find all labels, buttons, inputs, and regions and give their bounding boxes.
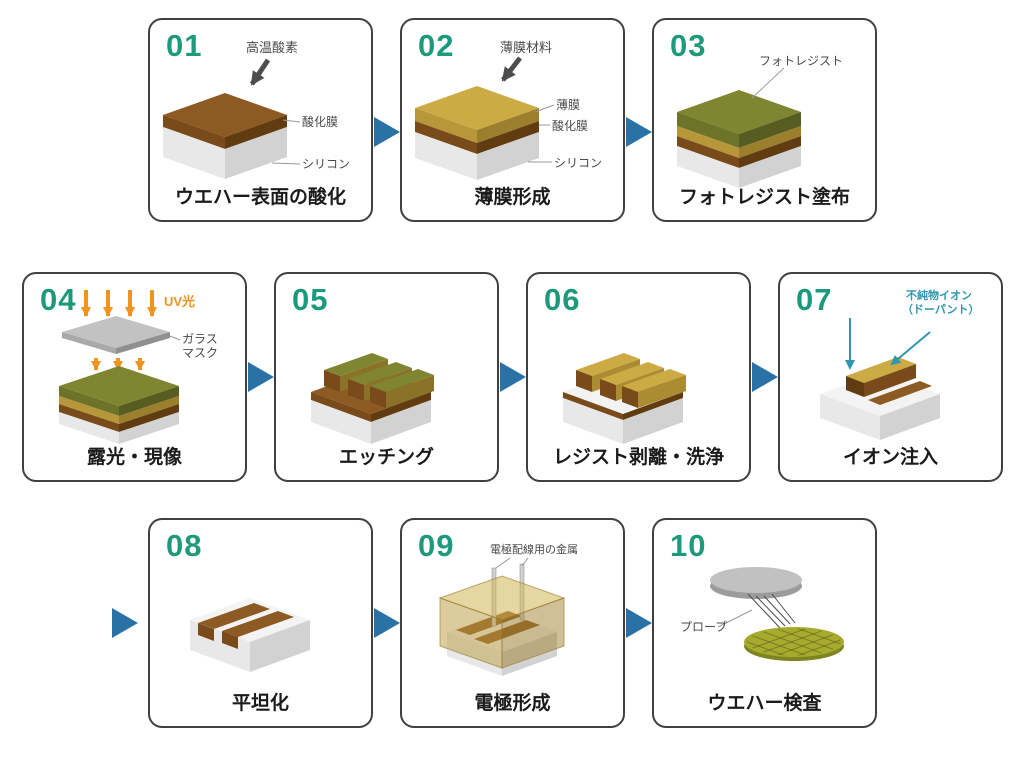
metal-overlay-icon: [438, 575, 566, 669]
glass-mask-icon: [62, 316, 170, 348]
flow-arrow-05-06: [500, 362, 526, 392]
uv-light-label: UV光: [164, 294, 196, 309]
annotation-electrode-metal: 電極配線用の金属: [490, 544, 578, 556]
step-number: 04: [40, 282, 77, 317]
step-title: レジスト剥離・洗浄: [552, 447, 724, 468]
flow-arrow-01-02: [374, 117, 400, 147]
thin-film-illustration: [415, 56, 555, 180]
flow-arrow-07-08: [112, 608, 138, 638]
step-card-02: 02 薄膜材料 薄膜 酸化膜 シリコン 薄膜形成: [400, 18, 625, 222]
step-card-09: 09 電極配線用の金属 電極形成: [400, 518, 625, 728]
step-number: 08: [166, 528, 203, 563]
etching-illustration: [311, 353, 434, 444]
step-number: 02: [418, 28, 455, 63]
layer-label-oxide: 酸化膜: [552, 119, 589, 133]
glass-mask-label-2: マスク: [182, 346, 219, 360]
step-title: 平坦化: [231, 693, 289, 714]
wafer-test-illustration: [710, 567, 844, 661]
flow-arrow-06-07: [752, 362, 778, 392]
electrode-illustration: [438, 557, 566, 676]
step-card-08: 08 平坦化: [148, 518, 373, 728]
step-number: 05: [292, 282, 329, 317]
ion-implantation-illustration: [820, 318, 940, 440]
step-title: フォトレジスト塗布: [678, 187, 850, 208]
planarization-illustration: [190, 598, 310, 672]
step-title: エッチング: [338, 447, 434, 468]
step-card-05: 05 エッチング: [274, 272, 499, 482]
ion-label-1: 不純物イオン: [906, 290, 972, 302]
layer-label-oxide: 酸化膜: [302, 115, 339, 129]
step-title: 電極形成: [474, 693, 551, 714]
step-title: ウエハー表面の酸化: [174, 187, 346, 208]
flow-arrow-04-05: [248, 362, 274, 392]
uv-light-arrows-icon: [81, 290, 157, 317]
layer-label-silicon: シリコン: [554, 156, 603, 170]
probe-label: プローブ: [680, 620, 728, 634]
ion-label-2: （ドーパント）: [902, 304, 980, 316]
annotation-photoresist: フォトレジスト: [759, 54, 844, 68]
step-number: 06: [544, 282, 581, 317]
ion-arrows-icon: [845, 318, 931, 370]
step-card-10: 10: [652, 518, 877, 728]
step-title: イオン注入: [842, 447, 938, 468]
step-number: 03: [670, 28, 707, 63]
probe-needles-icon: [747, 593, 796, 629]
layer-label-silicon: シリコン: [302, 157, 351, 171]
exposure-illustration: [59, 290, 181, 444]
step-number: 09: [418, 528, 455, 563]
resist-strip-illustration: [563, 353, 686, 444]
step-card-04: 04 U: [22, 272, 247, 482]
step-card-06: 06 レジスト剥離・洗浄: [526, 272, 751, 482]
step-number: 01: [166, 28, 203, 63]
step-number: 07: [796, 282, 833, 317]
step-card-03: 03 フォトレジスト フォトレジスト塗布: [652, 18, 877, 222]
step-card-07: 07 不純物イオン （ドーパント） イオン注入: [778, 272, 1003, 482]
oxidized-wafer-illustration: [163, 58, 301, 179]
step-card-01: 01 高温酸素 酸化膜 シリコン ウエハー表面の酸化: [148, 18, 373, 222]
annotation-hot-oxygen: 高温酸素: [246, 40, 299, 55]
glass-mask-label-1: ガラス: [182, 332, 218, 346]
photoresist-illustration: [677, 67, 801, 188]
step-title: ウエハー検査: [707, 693, 822, 714]
flow-arrow-02-03: [626, 117, 652, 147]
step-number: 10: [670, 528, 707, 563]
step-title: 露光・現像: [86, 447, 182, 468]
annotation-film-material: 薄膜材料: [500, 40, 553, 55]
film-material-arrow-icon: [501, 56, 522, 82]
layer-label-film: 薄膜: [556, 98, 581, 112]
oxygen-arrow-icon: [249, 58, 271, 86]
flow-arrow-09-10: [626, 608, 652, 638]
flow-arrow-08-09: [374, 608, 400, 638]
step-title: 薄膜形成: [474, 187, 551, 208]
